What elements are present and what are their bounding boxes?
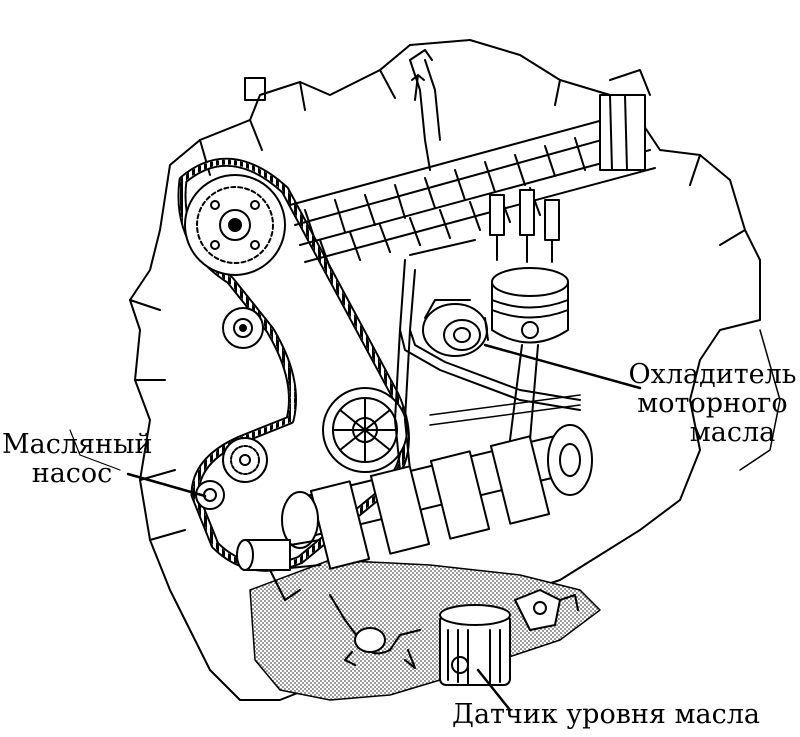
oil-cooler-label-line3: масла xyxy=(689,417,776,448)
oil-pump-label-line1: Масляный xyxy=(2,429,153,460)
crankshaft xyxy=(281,424,593,570)
valves xyxy=(489,189,560,263)
oil-pan xyxy=(249,559,601,701)
piston xyxy=(491,267,569,441)
oil-pump-label-line2: насос xyxy=(31,458,113,489)
leader-oil-pump xyxy=(126,472,207,498)
oil-strainer xyxy=(329,594,421,669)
engine-block-outline xyxy=(129,39,761,701)
idler-pulley xyxy=(222,307,264,349)
camshaft-pulley xyxy=(184,174,286,276)
leader-oil-level-sensor xyxy=(476,668,512,712)
oil-pump-gear xyxy=(195,437,268,510)
oil-gallery xyxy=(394,239,581,471)
camshafts xyxy=(289,94,656,269)
crankshaft-pulley xyxy=(322,387,408,473)
oil-cooler xyxy=(422,299,489,357)
oil-filter-fittings xyxy=(514,589,579,631)
oil-line-top xyxy=(409,49,441,171)
oil-cooler-label-line2: моторного xyxy=(637,388,788,419)
oil-level-sensor xyxy=(439,604,511,686)
leader-oil-cooler xyxy=(483,343,642,390)
oil-level-sensor-label: Датчик уровня масла xyxy=(452,699,760,730)
crank-snout xyxy=(236,539,321,601)
oil-cooler-label-line1: Охладитель xyxy=(628,359,797,390)
oil-cooler-label: Охладитель моторного масла xyxy=(625,360,800,447)
oil-pump-label: Масляный насос xyxy=(2,429,153,489)
